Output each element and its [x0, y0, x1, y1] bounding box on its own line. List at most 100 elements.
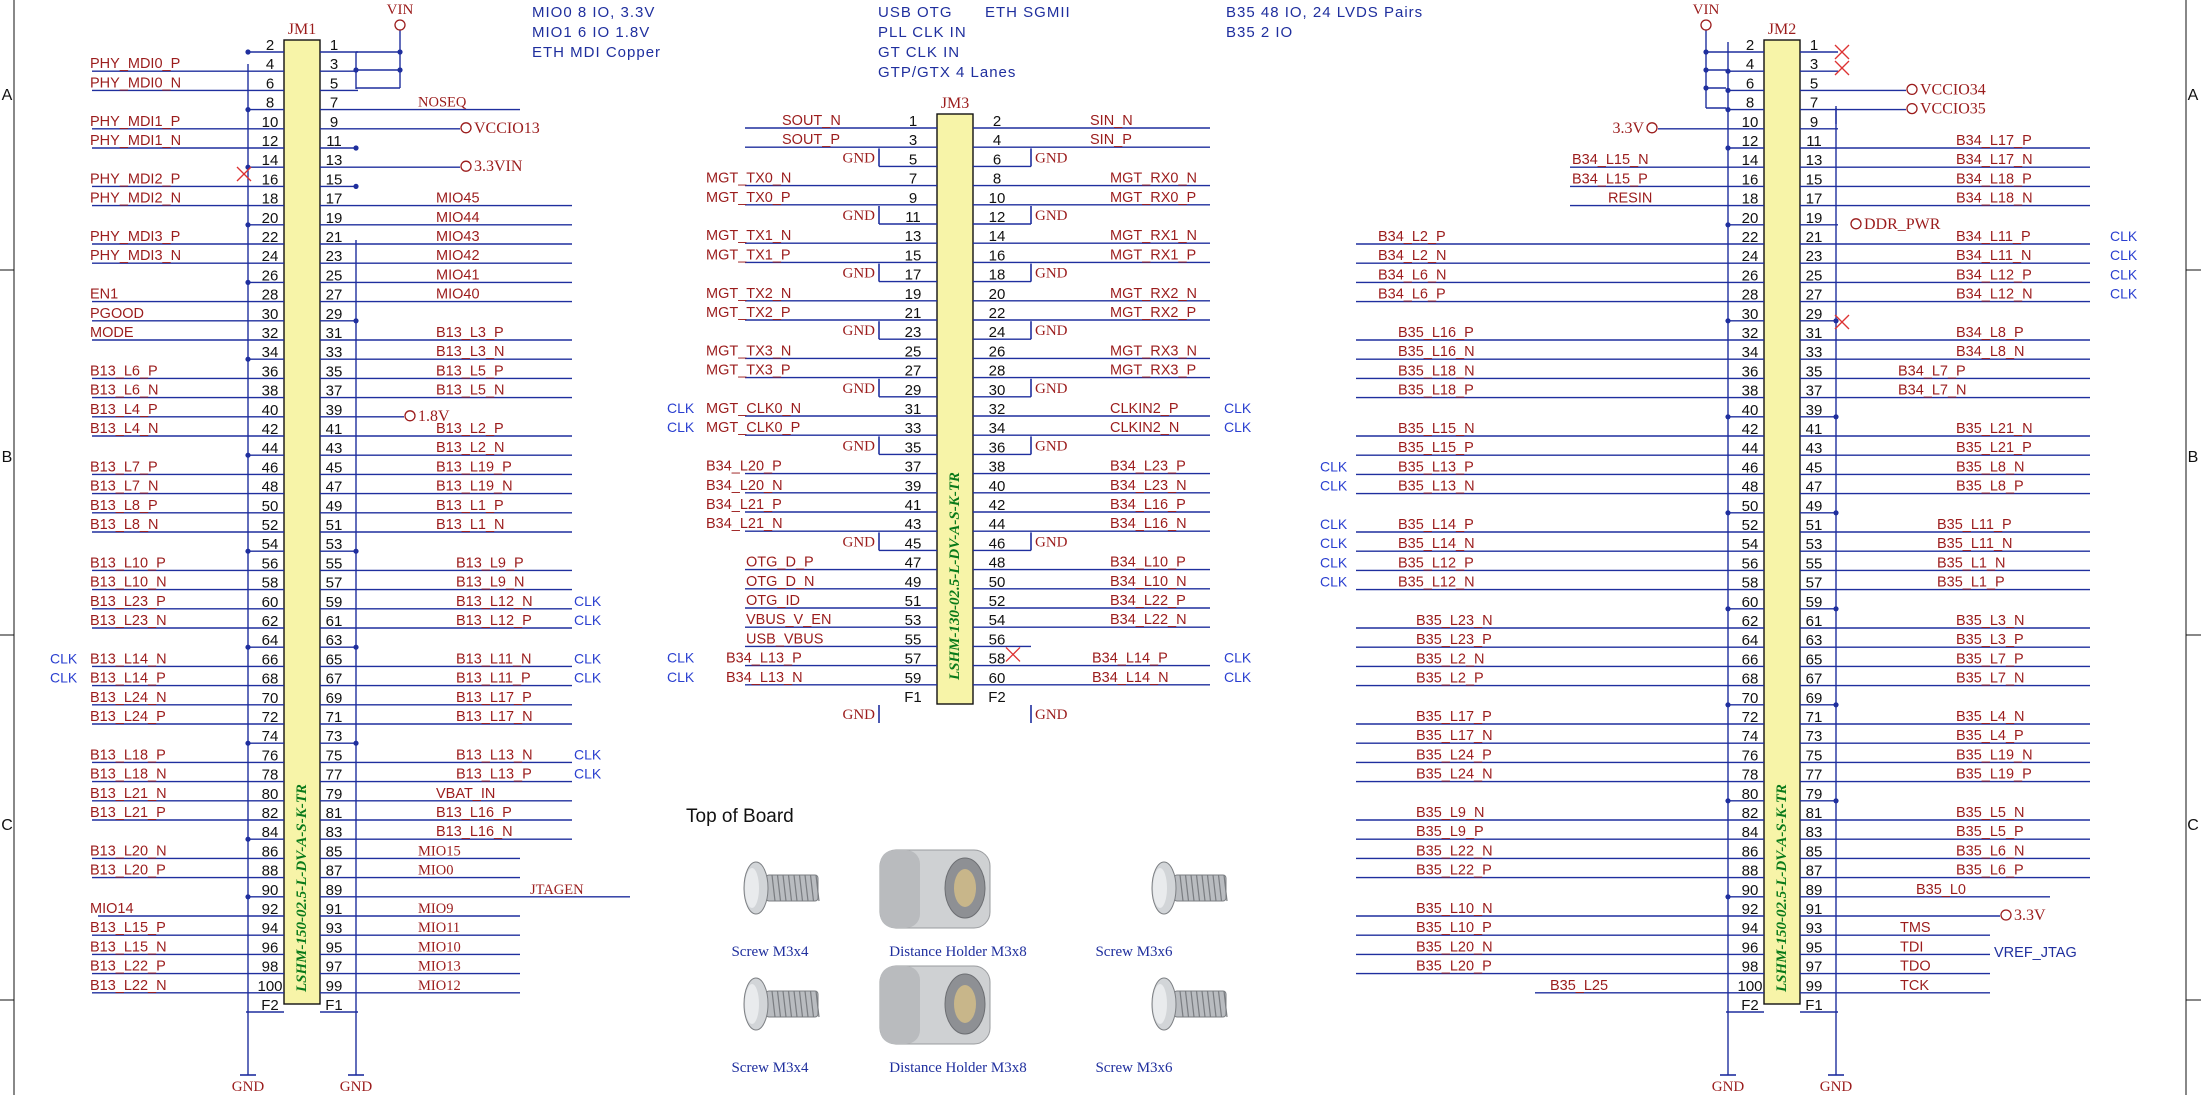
- pin-number: F1: [1805, 997, 1823, 1014]
- net-label: B35_L6_N: [1956, 843, 2025, 859]
- net-label: PHY_MDI1_P: [90, 114, 180, 130]
- pin-number: 82: [1742, 805, 1759, 822]
- pin-number: 11: [1806, 133, 1822, 150]
- net-label: NOSEQ: [418, 95, 467, 111]
- net-label: B34_L14_N: [1092, 670, 1169, 686]
- pin-number: 18: [1742, 191, 1759, 208]
- pin-number: 21: [905, 305, 922, 322]
- vin-label: VIN: [1693, 2, 1720, 18]
- net-label: MODE: [90, 325, 134, 341]
- pin-number: 46: [262, 459, 279, 476]
- net-label: B13_L15_N: [90, 939, 167, 955]
- pin-number: 71: [326, 709, 343, 726]
- pin-number: 25: [905, 343, 922, 360]
- pin-number: 38: [989, 459, 1006, 476]
- net-label: PHY_MDI1_N: [90, 133, 181, 149]
- gnd-label: GND: [1712, 1079, 1745, 1095]
- pin-number: 80: [262, 786, 279, 803]
- no-connect-icon: [1834, 44, 1850, 60]
- pin-number: 49: [326, 498, 343, 515]
- zone-label-right: B: [2188, 449, 2199, 466]
- net-label: B13_L7_N: [90, 479, 159, 495]
- gnd-label: GND: [843, 266, 876, 282]
- pin-number: 53: [1806, 536, 1823, 553]
- net-label: B13_L6_N: [90, 383, 159, 399]
- net-label: B34_L15_N: [1572, 152, 1649, 168]
- net-label: MGT_CLK0_P: [706, 420, 800, 436]
- note-line: GT CLK IN: [878, 44, 960, 61]
- net-label: B13_L5_P: [436, 363, 504, 379]
- net-label: B13_L10_N: [90, 575, 167, 591]
- pin-number: 69: [326, 690, 343, 707]
- power-port-icon: [1906, 83, 1918, 96]
- net-label: B13_L3_P: [436, 325, 504, 341]
- gnd-label: GND: [843, 381, 876, 397]
- gnd-label: GND: [1035, 438, 1068, 454]
- net-label: B13_L19_P: [436, 459, 512, 475]
- net-label: B34_L16_N: [1110, 516, 1187, 532]
- net-label: B35_L1_P: [1937, 575, 2005, 591]
- note-line: MIO0 8 IO, 3.3V: [532, 4, 655, 21]
- net-label: B34_L8_N: [1956, 344, 2025, 360]
- net-label: SOUT_N: [782, 113, 841, 129]
- pin-number: 16: [1742, 171, 1759, 188]
- pin-number: 38: [1742, 383, 1759, 400]
- vin-label: VIN: [387, 2, 414, 18]
- net-label: B13_L16_N: [436, 824, 513, 840]
- pin-number: 32: [1742, 325, 1759, 342]
- pin-number: 78: [262, 767, 279, 784]
- pin-number: 52: [1742, 517, 1759, 534]
- net-label: TDI: [1900, 939, 1923, 955]
- pin-number: 70: [262, 690, 279, 707]
- pin-number: 46: [989, 535, 1006, 552]
- note-line: PLL CLK IN: [878, 24, 967, 41]
- net-label: B34_L18_P: [1956, 171, 2032, 187]
- pin-number: 69: [1806, 690, 1823, 707]
- pin-number: 60: [1742, 594, 1759, 611]
- pin-number: 22: [262, 229, 279, 246]
- pin-number: 61: [1806, 613, 1823, 630]
- junction-dot: [1833, 702, 1839, 708]
- net-label: USB_VBUS: [746, 631, 823, 647]
- pin-number: 55: [905, 631, 922, 648]
- net-label: CLKIN2_N: [1110, 420, 1179, 436]
- gnd-label: GND: [1035, 707, 1068, 723]
- clk-tag: CLK: [1320, 478, 1348, 494]
- pin-number: 15: [1806, 171, 1823, 188]
- gnd-label: GND: [232, 1079, 265, 1095]
- clk-tag: CLK: [1320, 458, 1348, 474]
- pin-number: 23: [326, 248, 343, 265]
- net-label: B34_L2_N: [1378, 248, 1447, 264]
- note-line: B35 2 IO: [1226, 24, 1293, 41]
- pin-number: 95: [1806, 939, 1823, 956]
- net-label: MGT_TX0_N: [706, 171, 791, 187]
- net-label: B34_L12_P: [1956, 267, 2032, 283]
- clk-tag: CLK: [50, 670, 78, 686]
- net-label: B34_L18_N: [1956, 191, 2033, 207]
- pin-number: 89: [1806, 882, 1823, 899]
- note-line: ETH MDI Copper: [532, 44, 661, 61]
- junction-dot: [1725, 798, 1731, 804]
- pin-number: 30: [1742, 306, 1759, 323]
- pin-number: 47: [326, 479, 343, 496]
- pin-number: 56: [989, 631, 1006, 648]
- pin-number: 35: [1806, 363, 1823, 380]
- pin-number: 6: [266, 75, 274, 92]
- net-label: B35_L18_N: [1398, 363, 1475, 379]
- pin-number: 17: [326, 191, 343, 208]
- board-item-label: Screw M3x4: [731, 944, 809, 960]
- pin-number: 10: [989, 190, 1006, 207]
- pin-number: 41: [326, 421, 343, 438]
- net-label: MGT_TX0_P: [706, 190, 791, 206]
- pin-number: 55: [1806, 555, 1823, 572]
- pin-number: 4: [993, 132, 1001, 149]
- pin-number: 99: [326, 978, 343, 995]
- net-label: B13_L22_N: [90, 978, 167, 994]
- net-label: B35_L22_N: [1416, 843, 1493, 859]
- net-label: MGT_TX2_P: [706, 305, 791, 321]
- pin-number: F2: [1741, 997, 1759, 1014]
- net-label: B35_L1_N: [1937, 555, 2006, 571]
- pin-number: 68: [262, 671, 279, 688]
- pin-number: 10: [262, 114, 279, 131]
